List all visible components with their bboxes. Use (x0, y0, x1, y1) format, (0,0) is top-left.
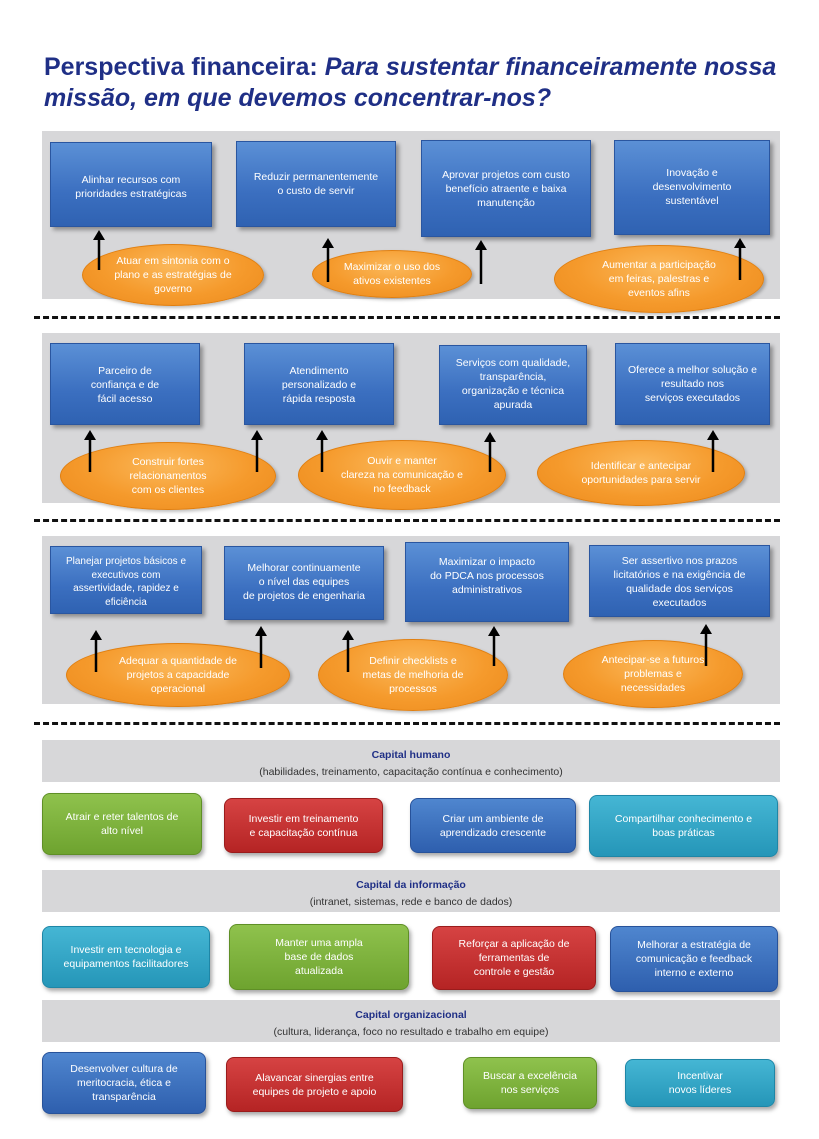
capital-informacao-item[interactable]: Investir em tecnologia e equipamentos fa… (42, 926, 210, 988)
capital-organizacional-header: Capital organizacional (cultura, lideran… (42, 1000, 780, 1042)
capital-organizacional-item[interactable]: Desenvolver cultura de meritocracia, éti… (42, 1052, 206, 1114)
capital-humano-item[interactable]: Investir em treinamento e capacitação co… (224, 798, 383, 853)
objective-box[interactable]: Maximizar o impacto do PDCA nos processo… (405, 542, 569, 622)
objective-box[interactable]: Ser assertivo nos prazos licitatórios e … (589, 545, 770, 617)
capital-organizacional-item[interactable]: Incentivar novos líderes (625, 1059, 775, 1107)
capital-informacao-item[interactable]: Reforçar a aplicação de ferramentas de c… (432, 926, 596, 990)
capital-informacao-item[interactable]: Manter uma ampla base de dados atualizad… (229, 924, 409, 990)
up-arrow-icon (90, 630, 102, 672)
title-italic: Para sustentar financeiramente nossa mis… (44, 53, 777, 112)
capital-humano-subtitle: (habilidades, treinamento, capacitação c… (259, 766, 563, 778)
up-arrow-icon (251, 430, 263, 472)
divider (34, 316, 780, 319)
up-arrow-icon (475, 240, 487, 284)
initiative-oval[interactable]: Ouvir e manter clareza na comunicação e … (298, 440, 506, 510)
up-arrow-icon (484, 432, 496, 472)
capital-humano-item[interactable]: Criar um ambiente de aprendizado crescen… (410, 798, 576, 853)
up-arrow-icon (322, 238, 334, 282)
up-arrow-icon (84, 430, 96, 472)
objective-box[interactable]: Planejar projetos básicos e executivos c… (50, 546, 202, 614)
objective-box[interactable]: Inovação e desenvolvimento sustentável (614, 140, 770, 235)
capital-organizacional-subtitle: (cultura, liderança, foco no resultado e… (273, 1026, 549, 1038)
initiative-oval[interactable]: Atuar em sintonia com o plano e as estra… (82, 244, 264, 306)
capital-organizacional-item[interactable]: Alavancar sinergias entre equipes de pro… (226, 1057, 403, 1112)
capital-humano-title: Capital humano (371, 749, 451, 761)
capital-informacao-title: Capital da informação (356, 879, 466, 891)
page-title: Perspectiva financeira: Para sustentar f… (44, 52, 804, 114)
initiative-oval[interactable]: Maximizar o uso dos ativos existentes (312, 250, 472, 298)
objective-box[interactable]: Melhorar continuamente o nível das equip… (224, 546, 384, 620)
divider (34, 519, 780, 522)
up-arrow-icon (93, 230, 105, 270)
divider (34, 722, 780, 725)
capital-organizacional-item[interactable]: Buscar a excelência nos serviços (463, 1057, 597, 1109)
up-arrow-icon (707, 430, 719, 472)
capital-informacao-subtitle: (intranet, sistemas, rede e banco de dad… (309, 896, 513, 908)
up-arrow-icon (734, 238, 746, 280)
objective-box[interactable]: Alinhar recursos com prioridades estraté… (50, 142, 212, 227)
objective-box[interactable]: Parceiro de confiança e de fácil acesso (50, 343, 200, 425)
initiative-oval[interactable]: Identificar e antecipar oportunidades pa… (537, 440, 745, 506)
capital-informacao-item[interactable]: Melhorar a estratégia de comunicação e f… (610, 926, 778, 992)
up-arrow-icon (255, 626, 267, 668)
capital-informacao-header: Capital da informação (intranet, sistema… (42, 870, 780, 912)
capital-humano-item[interactable]: Atrair e reter talentos de alto nível (42, 793, 202, 855)
capital-humano-item[interactable]: Compartilhar conhecimento e boas prática… (589, 795, 778, 857)
capital-humano-header: Capital humano (habilidades, treinamento… (42, 740, 780, 782)
title-bold: Perspectiva financeira: (44, 53, 318, 81)
objective-box[interactable]: Reduzir permanentemente o custo de servi… (236, 141, 396, 227)
capital-organizacional-title: Capital organizacional (355, 1009, 467, 1021)
up-arrow-icon (488, 626, 500, 666)
up-arrow-icon (700, 624, 712, 666)
initiative-oval[interactable]: Construir fortes relacionamentos com os … (60, 442, 276, 510)
objective-box[interactable]: Oferece a melhor solução e resultado nos… (615, 343, 770, 425)
initiative-oval[interactable]: Definir checklists e metas de melhoria d… (318, 639, 508, 711)
initiative-oval[interactable]: Adequar a quantidade de projetos a capac… (66, 643, 290, 707)
initiative-oval[interactable]: Antecipar-se a futuros problemas e neces… (563, 640, 743, 708)
up-arrow-icon (342, 630, 354, 672)
initiative-oval[interactable]: Aumentar a participação em feiras, pales… (554, 245, 764, 313)
up-arrow-icon (316, 430, 328, 472)
objective-box[interactable]: Aprovar projetos com custo benefício atr… (421, 140, 591, 237)
objective-box[interactable]: Atendimento personalizado e rápida respo… (244, 343, 394, 425)
objective-box[interactable]: Serviços com qualidade, transparência, o… (439, 345, 587, 425)
